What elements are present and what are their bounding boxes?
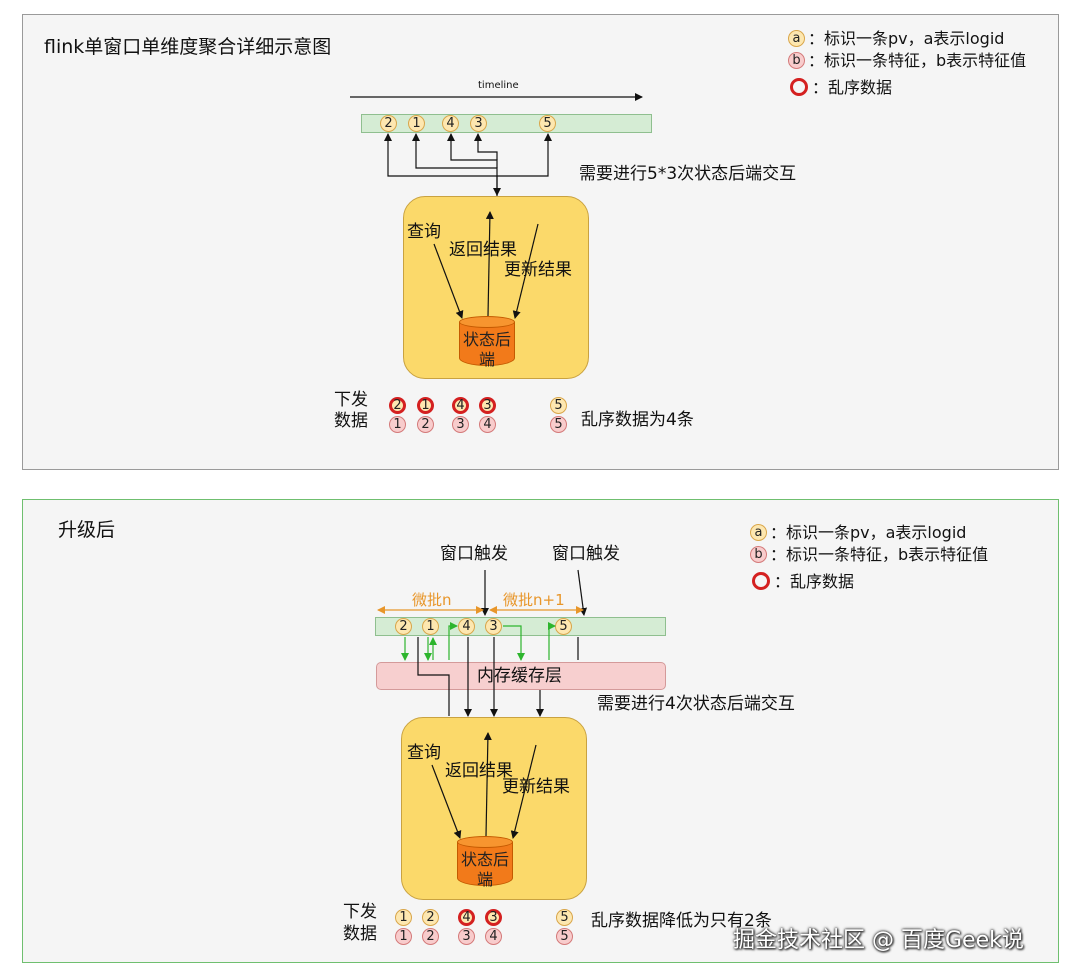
output-item-out-of-order: 3 (485, 909, 502, 926)
stream-item: 2 (395, 618, 412, 635)
output-label-line1: 下发 (334, 390, 368, 410)
output-item: 1 (395, 909, 412, 926)
legend-feature-text: ：标识一条特征，b表示特征值 (808, 51, 1027, 70)
state-backend-db: 状态后端 (457, 836, 513, 890)
legend-pv-text: ：标识一条pv，a表示logid (808, 29, 1005, 48)
output-item: 5 (556, 909, 573, 926)
output-item-out-of-order: 1 (417, 397, 434, 414)
output-feature-item: 4 (479, 416, 496, 433)
watermark: 掘金技术社区 @ 百度Geek说 (733, 928, 1024, 953)
interaction-count-note: 需要进行4次状态后端交互 (597, 694, 795, 714)
microbatch-n1-label: 微批n+1 (503, 591, 565, 609)
output-feature-item: 1 (389, 416, 406, 433)
op-return-label: 返回结果 (445, 761, 513, 781)
output-feature-item: 3 (452, 416, 469, 433)
legend-pv-text: ：标识一条pv，a表示logid (770, 523, 967, 542)
output-item-out-of-order: 2 (389, 397, 406, 414)
stream-item: 4 (458, 618, 475, 635)
operator-internal-arrows (433, 211, 539, 319)
state-backend-label: 状态后端 (460, 850, 509, 889)
panel2-title: 升级后 (58, 519, 116, 541)
event-stream-strip (361, 114, 652, 133)
cache-interaction-arrows (401, 622, 556, 661)
window-trigger-label: 窗口触发 (552, 544, 620, 564)
stream-item: 4 (442, 115, 459, 132)
interaction-count-note: 需要进行5*3次状态后端交互 (579, 164, 797, 184)
timeline-label: timeline (478, 80, 519, 91)
output-label-line2: 数据 (343, 924, 377, 944)
output-item: 2 (422, 909, 439, 926)
output-feature-item: 5 (550, 416, 567, 433)
legend-pv-symbol: a (788, 30, 805, 47)
legend-out-of-order-text: ：乱序数据 (774, 572, 855, 591)
cache-to-operator-arrows (417, 637, 579, 717)
op-update-label: 更新结果 (502, 777, 570, 797)
memory-cache-label: 内存缓存层 (477, 666, 562, 686)
legend-pv-symbol: a (750, 524, 767, 541)
op-query-label: 查询 (407, 222, 441, 242)
out-of-order-summary: 乱序数据为4条 (581, 410, 694, 430)
op-update-label: 更新结果 (504, 260, 572, 280)
legend-out-of-order-text: ：乱序数据 (812, 78, 893, 97)
stream-item: 1 (408, 115, 425, 132)
stream-item: 1 (422, 618, 439, 635)
legend-feature-symbol: b (750, 546, 767, 563)
state-backend-db: 状态后端 (459, 316, 515, 370)
window-trigger-label: 窗口触发 (440, 544, 508, 564)
op-query-label: 查询 (407, 743, 441, 763)
legend-feature-symbol: b (788, 52, 805, 69)
stream-item: 5 (539, 115, 556, 132)
legend-out-of-order-ring (752, 572, 770, 590)
output-item-out-of-order: 4 (458, 909, 475, 926)
output-feature-item: 2 (417, 416, 434, 433)
output-feature-item: 1 (395, 928, 412, 945)
legend-out-of-order-ring (790, 78, 808, 96)
stream-item: 2 (380, 115, 397, 132)
output-feature-item: 5 (556, 928, 573, 945)
output-feature-item: 3 (458, 928, 475, 945)
output-feature-item: 2 (422, 928, 439, 945)
operator-internal-arrows (431, 732, 537, 839)
output-label-line2: 数据 (334, 411, 368, 431)
output-feature-item: 4 (485, 928, 502, 945)
state-backend-label: 状态后端 (462, 330, 511, 369)
stream-item: 3 (485, 618, 502, 635)
window-trigger-arrows (481, 569, 588, 616)
out-of-order-summary: 乱序数据降低为只有2条 (591, 911, 772, 931)
stream-to-operator-arrows (384, 133, 552, 196)
panel1-title: flink单窗口单维度聚合详细示意图 (44, 36, 332, 58)
output-item-out-of-order: 3 (479, 397, 496, 414)
memory-cache-layer (376, 662, 666, 690)
output-item-out-of-order: 4 (452, 397, 469, 414)
output-label-line1: 下发 (343, 902, 377, 922)
legend-feature-text: ：标识一条特征，b表示特征值 (770, 545, 989, 564)
output-item: 5 (550, 397, 567, 414)
microbatch-n-label: 微批n (412, 591, 452, 609)
op-return-label: 返回结果 (449, 240, 517, 260)
stream-item: 3 (470, 115, 487, 132)
